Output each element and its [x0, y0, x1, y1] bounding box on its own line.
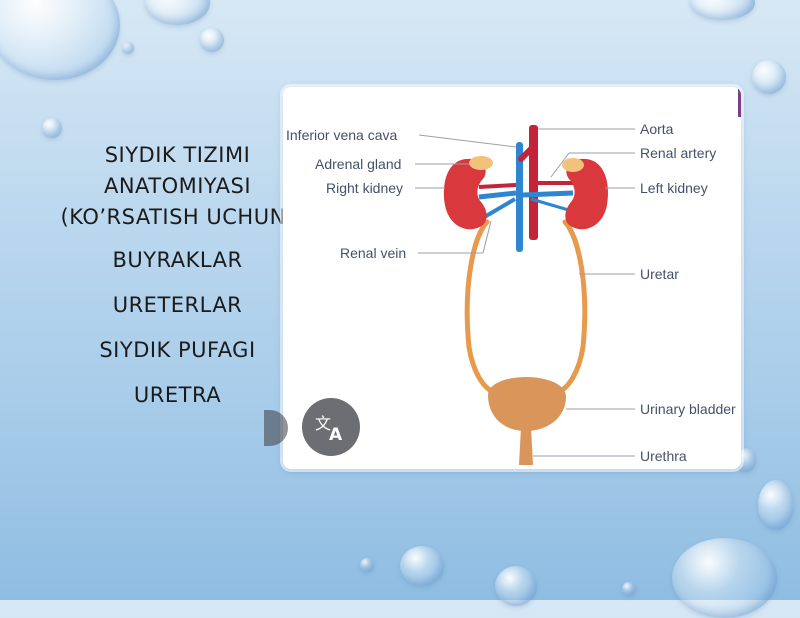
water-drop — [758, 480, 794, 530]
right-renal-vein — [478, 190, 517, 200]
water-drop — [622, 582, 636, 596]
water-drop — [752, 60, 786, 94]
aorta — [529, 125, 538, 240]
water-drop — [495, 566, 537, 606]
label-renal-vein: Renal vein — [340, 245, 406, 261]
right-vessel-branch — [479, 197, 517, 221]
water-drop — [360, 558, 374, 572]
translate-button[interactable]: 文 A — [302, 398, 360, 456]
list-item-ureters: URETERLAR — [112, 293, 243, 317]
list-item-kidneys: BUYRAKLAR — [112, 248, 243, 272]
slide-title-line: (KO’RSATISH UCHUN) — [60, 205, 295, 229]
slide-text-block: SIYDIK TIZIMI ANATOMIYASI (KO’RSATISH UC… — [50, 140, 305, 425]
svg-text:文: 文 — [315, 414, 331, 433]
water-drop — [400, 546, 444, 586]
water-drop — [200, 28, 224, 52]
label-right-kidney: Right kidney — [326, 180, 403, 196]
edge-strip — [738, 87, 741, 117]
water-drop — [42, 118, 62, 138]
label-left-kidney: Left kidney — [640, 180, 708, 196]
label-renal-artery: Renal artery — [640, 145, 716, 161]
label-inferior-vena-cava: Inferior vena cava — [286, 127, 397, 143]
right-ureter — [464, 219, 496, 395]
left-vessel-branch — [530, 197, 573, 213]
left-kidney — [565, 158, 609, 230]
right-kidney — [443, 158, 487, 230]
aorta-arch — [518, 144, 536, 162]
diagram-svg: Inferior vena cava Adrenal gland Right k… — [286, 87, 741, 465]
list-item-urethra: URETRA — [133, 383, 222, 407]
left-renal-vein — [522, 190, 574, 198]
urinary-system-diagram: Inferior vena cava Adrenal gland Right k… — [283, 87, 741, 469]
slide-title-line: SIYDIK TIZIMI — [104, 143, 251, 167]
water-drop — [672, 538, 777, 618]
water-drop — [690, 0, 755, 20]
right-renal-artery — [478, 183, 517, 189]
right-adrenal-gland — [469, 156, 493, 170]
label-aorta: Aorta — [640, 121, 674, 137]
list-item-bladder: SIYDIK PUFAGI — [99, 338, 256, 362]
label-uretar: Uretar — [640, 266, 679, 282]
left-adrenal-gland — [562, 158, 584, 172]
label-adrenal-gland: Adrenal gland — [315, 156, 401, 172]
left-ureter — [556, 219, 588, 395]
water-drop — [122, 42, 134, 54]
svg-text:A: A — [329, 425, 343, 442]
label-urinary-bladder: Urinary bladder — [640, 401, 736, 417]
label-urethra: Urethra — [640, 448, 687, 464]
translate-icon: 文 A — [315, 414, 343, 442]
slide-title: SIYDIK TIZIMI ANATOMIYASI (KO’RSATISH UC… — [50, 140, 305, 233]
urinary-bladder — [488, 377, 566, 431]
urethra — [519, 427, 533, 465]
slide-title-line: ANATOMIYASI — [103, 174, 252, 198]
leader-lines — [415, 128, 635, 457]
inferior-vena-cava — [516, 142, 523, 252]
water-drop — [0, 0, 120, 80]
water-drop — [736, 448, 756, 472]
water-drop — [145, 0, 210, 25]
